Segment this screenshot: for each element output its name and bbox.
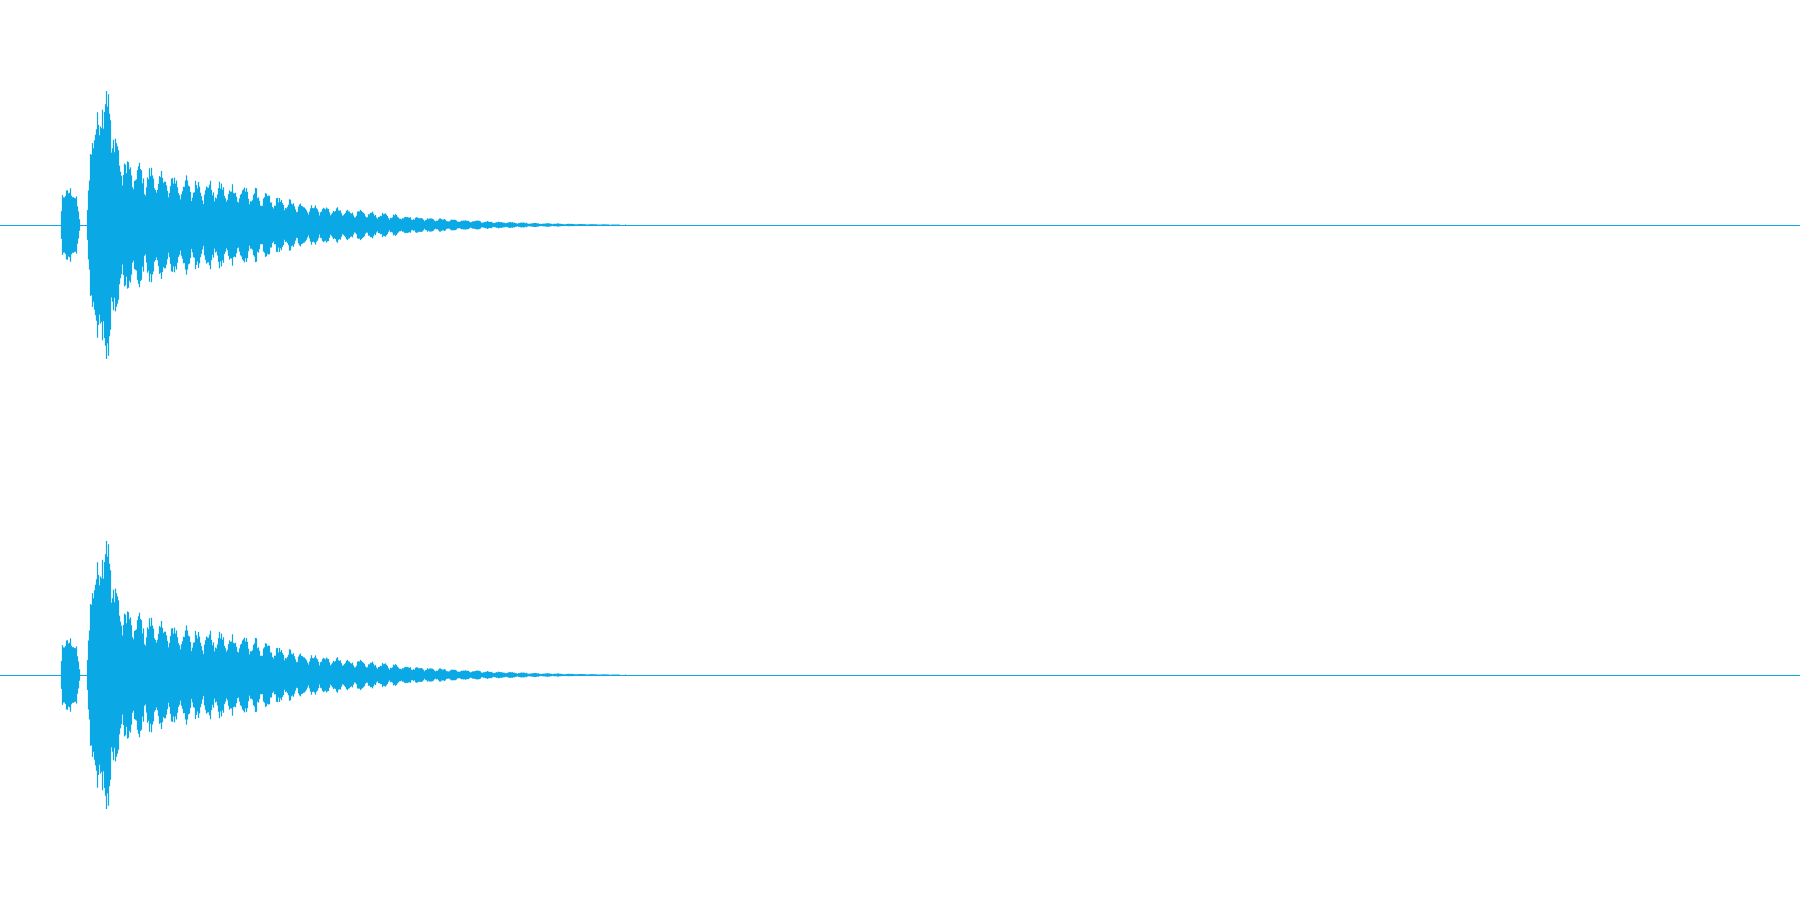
channel-1-waveform [60, 91, 627, 359]
channel-2-waveform [60, 541, 627, 809]
channel-1-track[interactable] [0, 91, 1800, 359]
channel-2-track[interactable] [0, 541, 1800, 809]
